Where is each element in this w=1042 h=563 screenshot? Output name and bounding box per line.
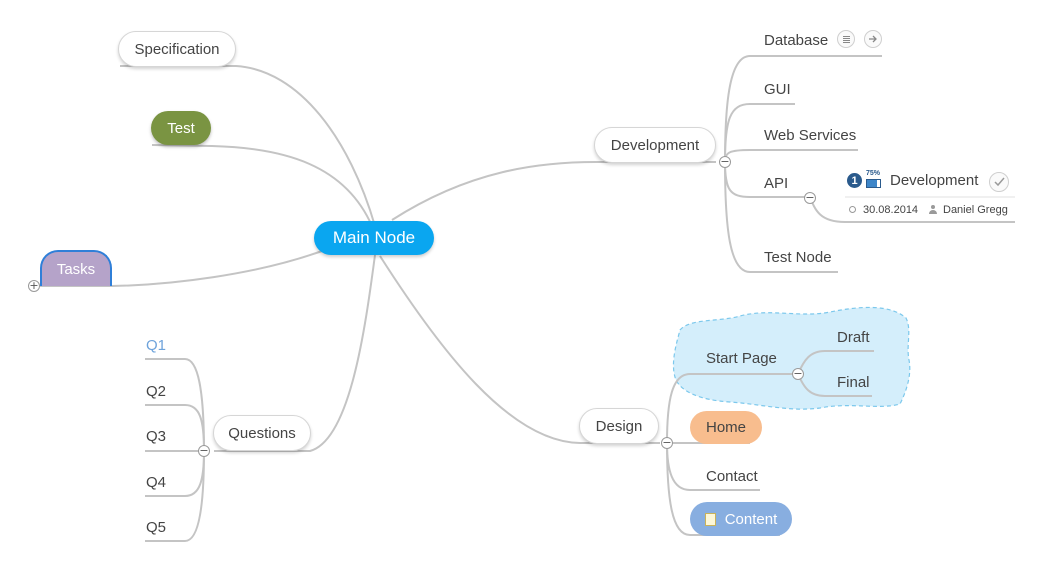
tasks-label: Tasks <box>56 260 96 278</box>
draft-node[interactable]: Draft <box>837 327 870 347</box>
task-date: 30.08.2014 <box>863 204 919 216</box>
development-collapse-icon[interactable]: − <box>719 155 731 168</box>
home-node[interactable]: Home <box>690 411 762 444</box>
connector-q2 <box>145 404 205 452</box>
questions-collapse-icon[interactable]: − <box>198 444 210 457</box>
checkmark-icon[interactable] <box>989 172 1009 192</box>
q5-label: Q5 <box>146 518 167 536</box>
connector-questions <box>214 254 376 452</box>
api-node[interactable]: API <box>764 173 788 193</box>
web-services-label: Web Services <box>764 126 857 144</box>
task-label: Development <box>890 172 979 189</box>
central-node-label: Main Node <box>332 228 416 247</box>
connector-test <box>151 144 373 227</box>
start-page-boundary <box>672 306 911 410</box>
q1-node[interactable]: Q1 <box>146 335 166 355</box>
notes-icon[interactable] <box>837 30 855 48</box>
questions-label: Questions <box>228 424 296 442</box>
connector-development <box>391 161 716 221</box>
design-connectors <box>666 350 874 536</box>
clock-icon <box>849 206 856 213</box>
api-collapse-icon[interactable]: − <box>804 191 816 204</box>
connector-test-node <box>724 161 838 273</box>
q3-label: Q3 <box>146 427 167 445</box>
connector-design <box>379 255 660 444</box>
connector-start-page <box>666 373 798 444</box>
home-label: Home <box>705 419 746 436</box>
design-node[interactable]: Design <box>579 408 659 444</box>
development-node[interactable]: Development <box>594 127 716 163</box>
contact-node[interactable]: Contact <box>706 466 758 486</box>
connector-web-services <box>724 149 858 163</box>
web-services-node[interactable]: Web Services <box>764 125 856 145</box>
q5-node[interactable]: Q5 <box>146 517 166 537</box>
draft-label: Draft <box>837 328 870 346</box>
test-label: Test <box>167 119 195 137</box>
content-label: Content <box>724 510 778 528</box>
test-node-label: Test Node <box>764 248 832 266</box>
q1-label: Q1 <box>146 336 167 354</box>
development-label: Development <box>610 136 700 154</box>
q3-node[interactable]: Q3 <box>146 426 166 446</box>
final-label: Final <box>837 373 870 391</box>
connector-q5 <box>145 450 205 542</box>
gui-label: GUI <box>764 80 791 98</box>
progress-icon: 75% <box>866 170 882 189</box>
connector-database <box>724 55 882 163</box>
questions-node[interactable]: Questions <box>213 415 311 451</box>
connector-gui <box>724 103 795 163</box>
priority-value: 1 <box>851 174 858 187</box>
progress-value: 75% <box>866 170 881 177</box>
test-node-child[interactable]: Test Node <box>764 247 832 267</box>
task-assignee: Daniel Gregg <box>943 204 1008 216</box>
content-node[interactable]: Content <box>690 502 792 536</box>
design-collapse-icon[interactable]: − <box>661 436 673 449</box>
task-node[interactable]: 1 75% Development 30.08.2014 Daniel Greg… <box>847 170 1015 219</box>
final-node[interactable]: Final <box>837 372 870 392</box>
contact-label: Contact <box>706 467 758 485</box>
start-page-label: Start Page <box>706 349 777 367</box>
database-node[interactable]: Database <box>764 30 828 50</box>
test-node[interactable]: Test <box>151 111 211 145</box>
tasks-expand-icon[interactable]: + <box>28 279 40 292</box>
q2-label: Q2 <box>146 382 167 400</box>
specification-node[interactable]: Specification <box>118 31 236 67</box>
specification-label: Specification <box>134 40 220 58</box>
q2-node[interactable]: Q2 <box>146 381 166 401</box>
q4-node[interactable]: Q4 <box>146 472 166 492</box>
tasks-node[interactable]: Tasks <box>40 250 112 286</box>
person-icon <box>929 205 937 214</box>
priority-badge: 1 <box>847 173 862 188</box>
connector-content <box>666 442 780 536</box>
design-label: Design <box>595 417 643 435</box>
api-label: API <box>764 174 789 192</box>
database-label: Database <box>764 31 829 49</box>
connector-tasks <box>40 250 323 287</box>
note-icon <box>704 512 716 526</box>
start-page-node[interactable]: Start Page <box>706 348 777 368</box>
central-node[interactable]: Main Node <box>314 221 434 255</box>
start-page-collapse-icon[interactable]: − <box>792 367 804 380</box>
arrow-link-icon[interactable] <box>864 30 882 48</box>
q4-label: Q4 <box>146 473 167 491</box>
connector-specification <box>120 65 376 227</box>
gui-node[interactable]: GUI <box>764 79 791 99</box>
